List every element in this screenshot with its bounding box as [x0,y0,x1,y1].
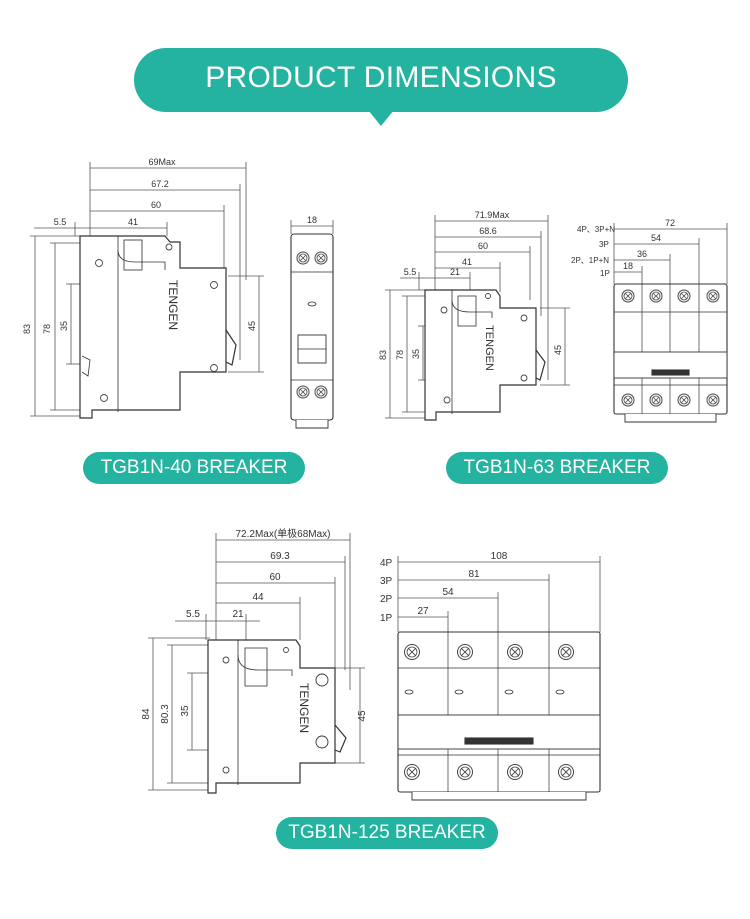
dim-63-h83: 83 [378,350,388,360]
dim-125-h84: 84 [141,708,152,720]
breaker-125-drawing [148,533,365,791]
pole-125-value-2p: 54 [442,587,454,598]
dim-125-60: 60 [269,572,281,583]
breaker-125-side-screws [222,647,289,774]
breaker-125-pole-dims [397,556,601,632]
breaker-125-brand: TENGEN [297,683,311,733]
breaker-40-side-view [79,235,237,419]
dim-125-h803: 80.3 [160,704,171,724]
breaker-40-drawing [30,162,264,417]
breaker-125-label: TGB1N-125 BREAKER [276,817,498,849]
pole-125-label-2p: 2P [380,594,393,605]
breaker-40-front-view [290,220,334,429]
dim-40-60: 60 [151,200,161,210]
breaker-40-label: TGB1N-40 BREAKER [83,452,305,484]
dim-63-max: 71.9Max [475,210,510,220]
breaker-63-brand: TENGEN [483,325,495,371]
dim-63-55: 5.5 [404,267,417,277]
header-banner: PRODUCT DIMENSIONS [134,48,628,112]
pole-63-value-4p: 72 [665,218,675,228]
pole-125-value-1p: 27 [417,606,429,617]
dim-125-693: 69.3 [270,551,290,562]
dim-63-h45: 45 [553,345,563,355]
dim-40-55: 5.5 [54,217,67,227]
pole-125-label-3p: 3P [380,576,393,587]
breaker-63-label: TGB1N-63 BREAKER [446,452,668,484]
dim-125-h35: 35 [180,705,191,717]
dim-63-h78: 78 [395,350,405,360]
dim-125-21: 21 [232,609,244,620]
dim-40-h78: 78 [42,324,52,334]
dim-125-55: 5.5 [186,609,200,620]
dim-63-h35: 35 [411,349,421,359]
dim-125-h45: 45 [357,710,368,722]
breaker-40-brand: TENGEN [166,280,180,330]
page-title: PRODUCT DIMENSIONS [205,61,557,94]
dim-40-672: 67.2 [151,179,169,189]
dim-125-44: 44 [252,592,264,603]
dim-40-h83: 83 [22,324,32,334]
dim-40-h45: 45 [247,321,257,331]
pole-125-label-4p: 4P [380,558,393,569]
dim-40-w18: 18 [307,215,317,225]
dim-40-max: 69Max [148,157,176,167]
pole-125-value-4p: 108 [491,551,508,562]
pole-125-label-1p: 1P [380,613,393,624]
dim-63-686: 68.6 [479,226,497,236]
breaker-125-side-view [207,639,347,794]
dim-63-21: 21 [450,267,460,277]
breaker-63-side-screws [440,293,528,404]
breaker-63-front-view [613,283,728,423]
dim-40-41: 41 [128,217,138,227]
breaker-40-side-screws [95,239,218,402]
breaker-125-front-view [397,631,601,801]
pole-63-label-1p: 1P [600,269,610,278]
breaker-63-pole-dims [613,223,728,284]
pole-63-label-4p: 4P、3P+N [577,225,615,234]
breaker-63-side-view [424,289,546,421]
pole-63-label-2p: 2P、1P+N [571,256,609,265]
dim-125-max: 72.2Max(单极68Max) [235,527,330,540]
pole-125-value-3p: 81 [468,569,480,580]
pole-63-value-3p: 54 [651,233,661,243]
dim-40-h35: 35 [59,321,69,331]
pole-63-label-3p: 3P [599,240,609,249]
breaker-63-drawing [385,215,570,419]
banner-pointer [368,110,394,126]
dim-63-41: 41 [462,257,472,267]
pole-63-value-2p: 36 [637,249,647,259]
dim-63-60: 60 [478,241,488,251]
pole-63-value-1p: 18 [623,261,633,271]
